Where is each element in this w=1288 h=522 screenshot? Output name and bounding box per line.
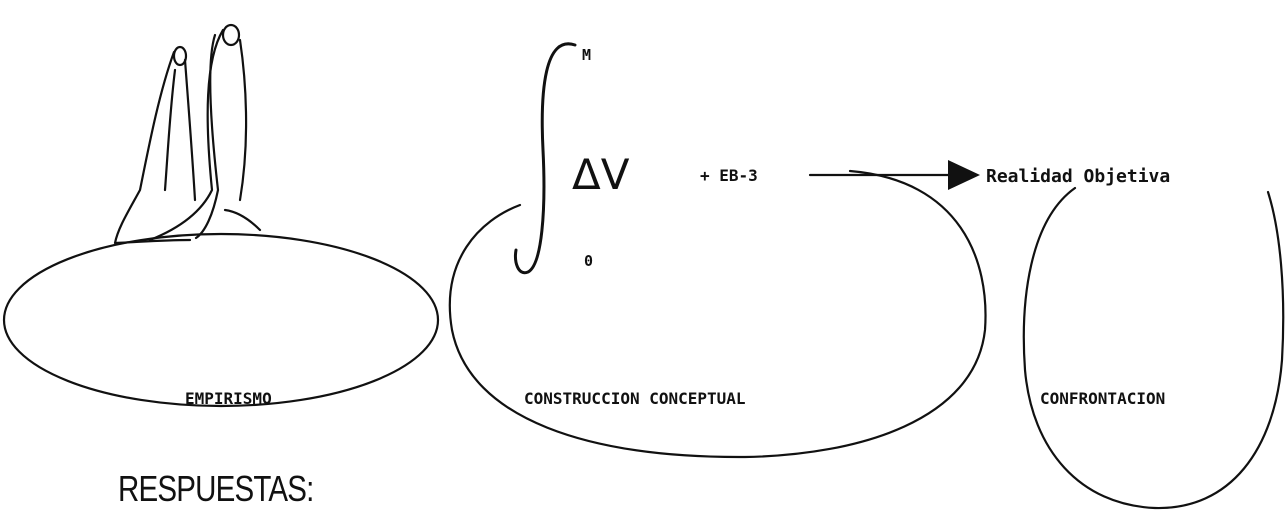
empirismo-ellipse [2, 232, 440, 408]
integrand-delta-v: ΔV [572, 150, 630, 199]
figure-outline-inner-left [163, 68, 177, 192]
stage-label-construccion: CONSTRUCCION CONCEPTUAL [524, 389, 746, 408]
integral-lower-limit: 0 [584, 252, 593, 270]
integral-extra-term: + EB-3 [700, 166, 758, 185]
respuestas-heading: RESPUESTAS: [118, 468, 314, 509]
realidad-objetiva-label: Realidad Objetiva [986, 166, 1170, 187]
stage-label-confrontacion: CONFRONTACION [1040, 389, 1165, 408]
human-figures-sketch [113, 23, 262, 245]
figure-head-tall [221, 23, 241, 47]
figure-outline-inner [183, 58, 197, 202]
stage-label-empirismo: EMPIRISMO [185, 389, 272, 408]
figure-outline-middle [194, 33, 220, 240]
figure-head-short [172, 45, 188, 67]
figure-arm [223, 208, 262, 232]
integral-sign [514, 42, 577, 275]
construccion-ellipse [448, 169, 987, 459]
figure-outline-front [238, 38, 248, 202]
arrow-head [948, 160, 980, 190]
figure-outline-left [113, 50, 192, 245]
integral-upper-limit: M [582, 46, 591, 64]
confrontacion-ellipse [1022, 186, 1285, 510]
figure-outline-back [148, 28, 225, 242]
